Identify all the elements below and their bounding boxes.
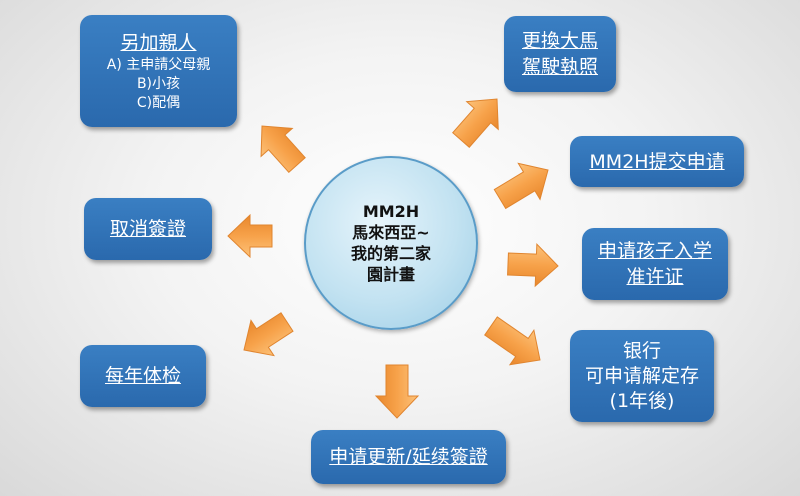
- bank-line-1: 银行: [622, 339, 661, 362]
- arrow-to-school: [507, 242, 559, 288]
- cancel-visa-title: 取消簽證: [109, 218, 186, 240]
- center-line-4: 園計畫: [366, 265, 415, 284]
- bank-box[interactable]: 银行 可申请解定存 (1年後): [570, 330, 714, 422]
- renew-visa-title: 申请更新/延续簽證: [329, 446, 488, 468]
- arrow-to-annual-check: [243, 312, 294, 357]
- license-line-2: 駕駛執照: [521, 56, 598, 78]
- arrow-to-renew-visa: [374, 364, 420, 419]
- add-family-box[interactable]: 另加親人 A) 主申請父母親 B)小孩 C)配偶: [80, 15, 237, 127]
- renew-visa-box[interactable]: 申请更新/延续簽證: [311, 430, 506, 484]
- center-line-2: 馬來西亞~: [352, 223, 430, 242]
- arrow-to-cancel-visa: [227, 213, 273, 259]
- school-line-1: 申请孩子入学: [597, 240, 712, 262]
- add-family-item-a: A) 主申請父母親: [106, 56, 211, 73]
- license-line-1: 更換大馬: [521, 30, 598, 52]
- submit-box[interactable]: MM2H提交申请: [570, 136, 744, 187]
- submit-title: MM2H提交申请: [589, 150, 725, 173]
- annual-check-box[interactable]: 每年体检: [80, 345, 206, 407]
- license-box[interactable]: 更換大馬 駕駛執照: [504, 16, 616, 92]
- cancel-visa-box[interactable]: 取消簽證: [84, 198, 212, 260]
- add-family-item-c: C)配偶: [136, 94, 181, 111]
- center-line-3: 我的第二家: [350, 244, 431, 263]
- arrow-to-add-family: [260, 125, 306, 174]
- add-family-item-b: B)小孩: [136, 75, 181, 92]
- center-line-1: MM2H: [362, 202, 420, 221]
- arrow-to-submit: [493, 162, 549, 210]
- annual-check-title: 每年体检: [104, 365, 181, 387]
- arrow-to-bank: [484, 316, 541, 366]
- bank-line-3: (1年後): [609, 389, 675, 412]
- arrow-to-license: [452, 98, 499, 148]
- center-circle: MM2H 馬來西亞~ 我的第二家 園計畫: [304, 156, 478, 330]
- school-box[interactable]: 申请孩子入学 准许证: [582, 228, 728, 300]
- school-line-2: 准许证: [626, 266, 684, 288]
- add-family-title: 另加親人: [120, 31, 197, 54]
- bank-line-2: 可申请解定存: [584, 364, 699, 387]
